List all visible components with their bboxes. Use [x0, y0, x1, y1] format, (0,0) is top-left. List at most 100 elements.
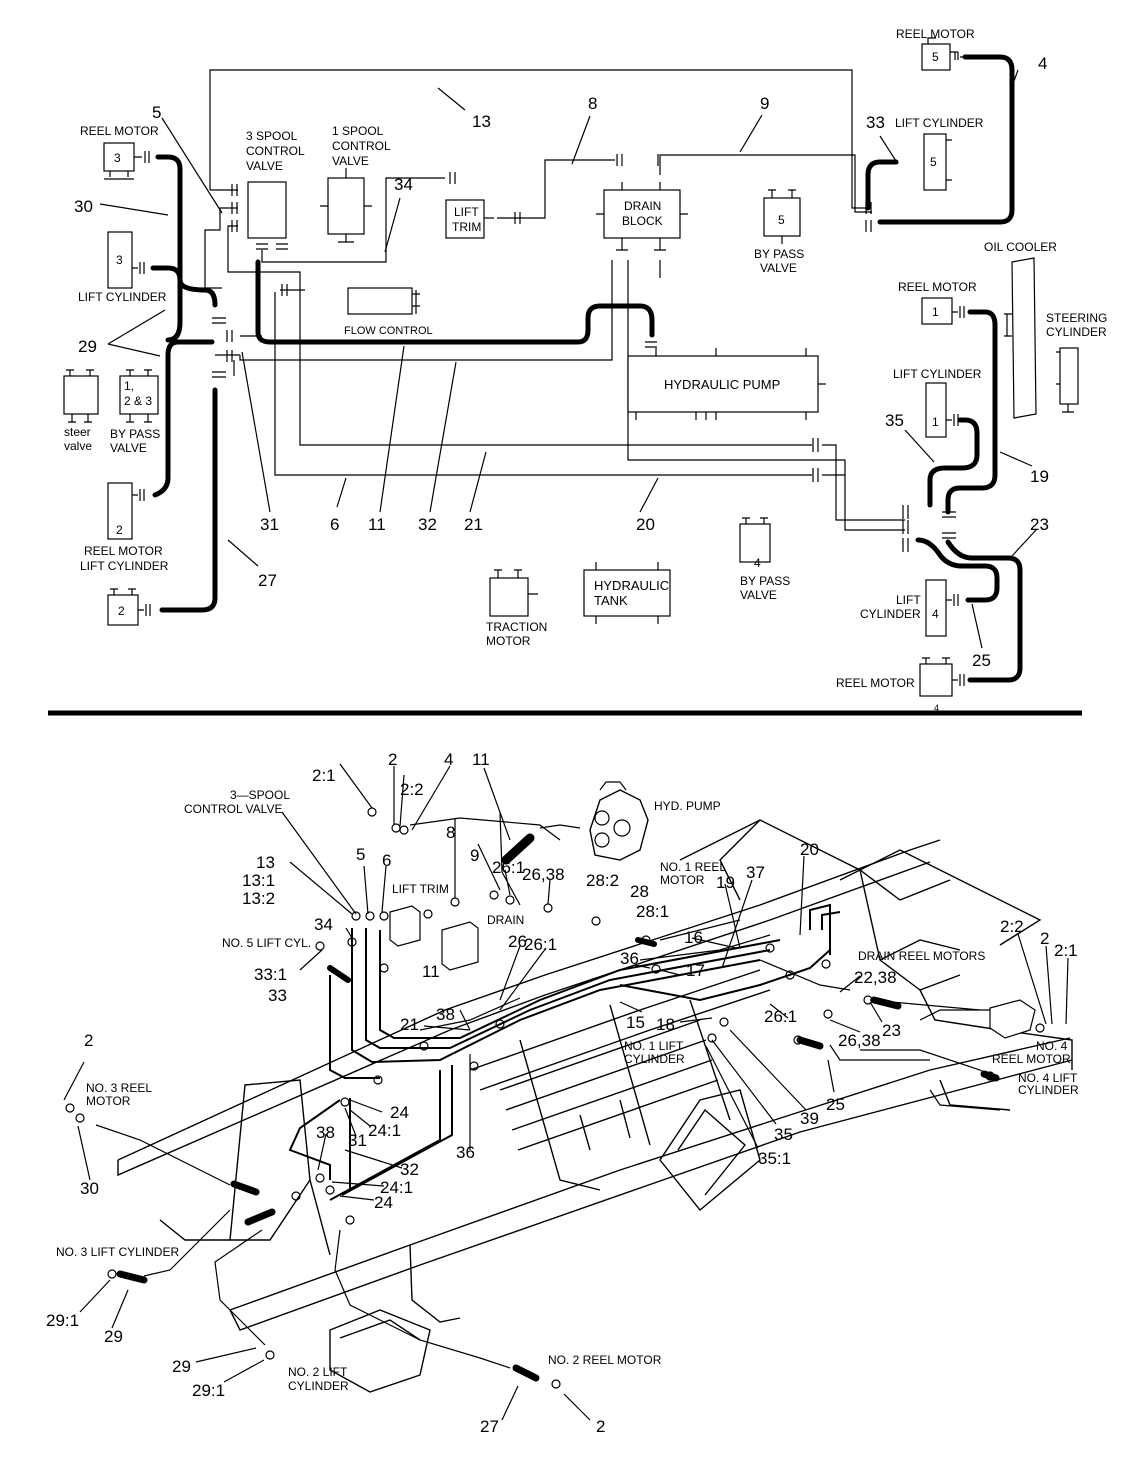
asm-callout-26-38a: 26,38 — [522, 865, 565, 884]
label-no3-reel-line2: MOTOR — [86, 1094, 131, 1108]
asm-callout-15: 15 — [626, 1013, 645, 1032]
steer-valve: steer valve — [63, 369, 99, 453]
asm-callout-30: 30 — [80, 1179, 99, 1198]
reel-motor-4-title: REEL MOTOR — [836, 676, 915, 690]
lift-trim: LIFT TRIM — [445, 199, 494, 239]
bypass4-num: 4 — [754, 556, 761, 570]
bypass5-line1: BY PASS — [754, 247, 804, 261]
asm-callout-20: 20 — [800, 840, 819, 859]
reel-motor-5-title: REEL MOTOR — [896, 27, 975, 41]
hyd-tank-line1: HYDRAULIC — [594, 578, 669, 593]
callout-20: 20 — [636, 515, 655, 534]
callout-27: 27 — [258, 571, 277, 590]
asm-callout-2d: 2 — [596, 1417, 605, 1436]
callout-6: 6 — [330, 515, 339, 534]
steer-valve-line2: valve — [64, 439, 92, 453]
lift-cylinder-1: LIFT CYLINDER 1 — [893, 367, 982, 438]
oil-cooler: OIL COOLER — [984, 240, 1057, 419]
lift-cylinder-3: 3 LIFT CYLINDER — [78, 231, 167, 304]
label-drain-reel: DRAIN REEL MOTORS — [858, 949, 985, 963]
traction-line1: TRACTION — [486, 620, 547, 634]
asm-callout-37: 37 — [746, 863, 765, 882]
callout-31: 31 — [260, 515, 279, 534]
asm-callout-24-1b: 24:1 — [380, 1178, 413, 1197]
spool3-line1: 3 SPOOL — [246, 129, 298, 143]
asm-callout-5: 5 — [356, 845, 365, 864]
asm-callout-26: 26 — [508, 932, 527, 951]
callout-29: 29 — [78, 337, 97, 356]
spool3-line3: VALVE — [246, 159, 283, 173]
label-no1-lift-line2: CYLINDER — [624, 1052, 685, 1066]
asm-callout-17: 17 — [686, 961, 705, 980]
asm-callout-26-1b: 26:1 — [524, 935, 557, 954]
callout-21: 21 — [464, 515, 483, 534]
assembly-parts — [65, 781, 1045, 1389]
hydraulic-pump: HYDRAULIC PUMP — [627, 348, 826, 420]
assembly-section: 3—SPOOL CONTROL VALVE HYD. PUMP LIFT TRI… — [46, 750, 1079, 1436]
hoses — [150, 54, 1023, 683]
traction-motor: TRACTION MOTOR — [486, 569, 547, 648]
lift-cylinder-3-title: LIFT CYLINDER — [78, 290, 167, 304]
three-spool-control-valve: 3 SPOOL CONTROL VALVE — [246, 129, 305, 239]
asm-callout-13-1: 13:1 — [242, 871, 275, 890]
spool3-line2: CONTROL — [246, 144, 305, 158]
asm-callout-28: 28 — [630, 882, 649, 901]
callout-32: 32 — [418, 515, 437, 534]
asm-callout-26-1a: 26:1 — [492, 858, 525, 877]
bypass123-line1: 1, — [124, 379, 134, 393]
asm-callout-13-2: 13:2 — [242, 889, 275, 908]
callout-19: 19 — [1030, 467, 1049, 486]
callout-11: 11 — [368, 515, 386, 534]
reel-motor-3-title: REEL MOTOR — [80, 124, 159, 138]
lift-cylinder-5-title: LIFT CYLINDER — [895, 116, 984, 130]
callout-34: 34 — [394, 175, 413, 194]
reel-motor-1: REEL MOTOR 1 — [898, 280, 977, 325]
label-hyd-pump: HYD. PUMP — [654, 799, 721, 813]
callout-4: 4 — [1038, 54, 1047, 73]
asm-callout-2c: 2 — [84, 1031, 93, 1050]
asm-callout-9: 9 — [470, 846, 479, 865]
reel-motor-2-num: 2 — [118, 604, 125, 618]
reel-motor-1-title: REEL MOTOR — [898, 280, 977, 294]
asm-callout-25: 25 — [826, 1095, 845, 1114]
drain-block-line2: BLOCK — [622, 214, 663, 228]
schematic-callouts: 4 5 13 8 9 33 30 34 29 31 6 11 32 21 20 … — [74, 54, 1049, 670]
lift-cyl-4-line1: LIFT — [896, 593, 921, 607]
asm-callout-29b: 29 — [172, 1357, 191, 1376]
label-no4-lift-line1: NO. 4 LIFT — [1018, 1071, 1078, 1085]
hydraulic-tank: HYDRAULIC TANK — [583, 562, 671, 624]
asm-callout-29a: 29 — [104, 1327, 123, 1346]
label-no3-reel-line1: NO. 3 REEL — [86, 1081, 152, 1095]
lift-cylinder-3-num: 3 — [116, 253, 123, 267]
asm-callout-21: 21 — [400, 1015, 419, 1034]
label-no4-lift-line2: CYLINDER — [1018, 1083, 1079, 1097]
asm-callout-33-1: 33:1 — [254, 965, 287, 984]
oil-cooler-label: OIL COOLER — [984, 240, 1057, 254]
asm-callout-36b: 36 — [456, 1143, 475, 1162]
asm-callout-39: 39 — [800, 1109, 819, 1128]
asm-callout-29-1b: 29:1 — [192, 1381, 225, 1400]
asm-callout-33: 33 — [268, 986, 287, 1005]
callout-33: 33 — [866, 113, 885, 132]
lift-cylinder-4: LIFT CYLINDER 4 — [860, 579, 959, 637]
lift-trim-line2: TRIM — [452, 220, 481, 234]
spool1-line3: VALVE — [332, 154, 369, 168]
asm-callout-34: 34 — [314, 915, 333, 934]
steering-line1: STEERING — [1046, 311, 1107, 325]
label-drain: DRAIN — [487, 913, 524, 927]
components: REEL MOTOR 5 LIFT CYLINDER 5 REEL MOTOR … — [63, 27, 1107, 713]
bypass5-line2: VALVE — [760, 261, 797, 275]
callout-8: 8 — [588, 94, 597, 113]
bypass-valve-123: 1, 2 & 3 BY PASS VALVE — [110, 369, 160, 455]
reel-motor-5-num: 5 — [932, 50, 939, 64]
label-no5-lift: NO. 5 LIFT CYL. — [222, 936, 311, 950]
reel-lift-2-num: 2 — [116, 523, 123, 537]
callout-35: 35 — [885, 411, 904, 430]
spool1-line1: 1 SPOOL — [332, 124, 384, 138]
asm-callout-24-1a: 24:1 — [368, 1121, 401, 1140]
drain-block: DRAIN BLOCK — [596, 182, 688, 251]
asm-callout-2-1b: 2:1 — [1054, 941, 1078, 960]
asm-callout-24b: 24 — [374, 1193, 393, 1212]
label-spool-line2: CONTROL VALVE — [184, 802, 282, 816]
